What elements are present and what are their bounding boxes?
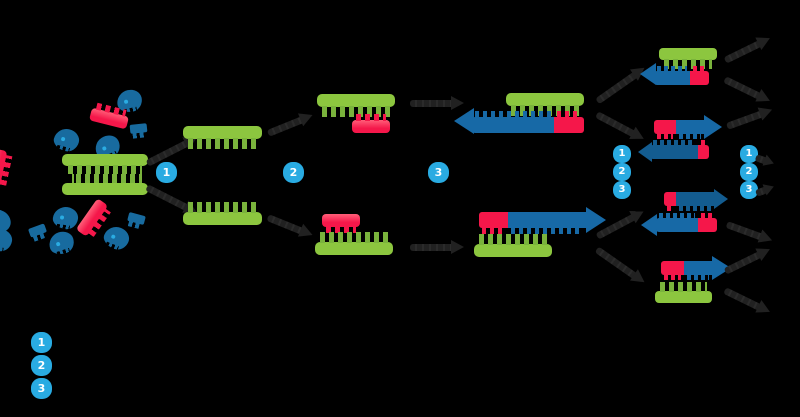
primer-segment bbox=[654, 120, 676, 139]
nucleotide bbox=[127, 211, 146, 226]
legend-step-2-badge: 2 bbox=[31, 355, 52, 376]
elongation-arrow-down bbox=[410, 239, 464, 255]
annealed-template-top bbox=[317, 94, 395, 117]
nucleotide bbox=[27, 223, 48, 238]
step-3-badge: 3 bbox=[428, 162, 449, 183]
old-strand-arrowhead bbox=[714, 189, 728, 209]
dna-strand-top-body bbox=[62, 154, 148, 166]
denatured-strand-top bbox=[183, 126, 262, 149]
split-arrow bbox=[721, 283, 773, 319]
primer bbox=[88, 107, 130, 130]
elongation-template-bottom bbox=[474, 234, 552, 257]
legend-step-1-badge: 1 bbox=[31, 332, 52, 353]
annealed-template-bottom bbox=[315, 232, 393, 255]
new-strand-segment bbox=[508, 212, 586, 234]
primer-segment bbox=[554, 111, 584, 133]
split-arrow bbox=[593, 107, 647, 146]
split-arrow bbox=[753, 179, 776, 201]
new-strand-segment bbox=[656, 213, 698, 232]
annealed-primer-bottom bbox=[322, 214, 360, 233]
split-arrow bbox=[592, 61, 649, 107]
dna-strand-top-teeth bbox=[68, 165, 142, 174]
dna-strand-bottom-teeth bbox=[72, 174, 142, 183]
dna-strand-bottom-body bbox=[62, 183, 148, 195]
synthesis-arrowhead bbox=[454, 108, 474, 134]
annealing-arrow-up bbox=[265, 108, 315, 141]
template-strand bbox=[659, 48, 717, 69]
polymerase-enzyme bbox=[100, 223, 133, 253]
split-arrow bbox=[593, 204, 647, 243]
polymerase-enzyme bbox=[51, 126, 82, 154]
primer-segment bbox=[479, 212, 508, 234]
primer bbox=[75, 198, 109, 237]
synthesis-arrowhead bbox=[704, 115, 722, 139]
polymerase-enzyme bbox=[46, 228, 77, 258]
old-new-strand-segment bbox=[650, 140, 698, 159]
legend-step-3-badge: 3 bbox=[31, 378, 52, 399]
split-arrow bbox=[721, 31, 773, 67]
elongation-template-top bbox=[506, 93, 584, 116]
annealing-arrow-down bbox=[265, 210, 315, 243]
nucleotide bbox=[129, 123, 148, 134]
elongation-arrow-up bbox=[410, 95, 464, 111]
new-strand-segment bbox=[676, 120, 704, 139]
step-1-badge: 1 bbox=[156, 162, 177, 183]
split-arrow bbox=[592, 242, 649, 288]
primer-segment bbox=[698, 140, 709, 159]
step-2-badge: 2 bbox=[283, 162, 304, 183]
step-1-badge: 1 bbox=[740, 145, 758, 163]
new-strand-segment bbox=[654, 66, 690, 85]
new-strand-segment bbox=[684, 261, 712, 280]
template-strand bbox=[655, 282, 712, 303]
primer-segment bbox=[690, 66, 709, 85]
new-strand-segment bbox=[472, 111, 554, 133]
split-arrow bbox=[724, 102, 775, 133]
polymerase-enzyme bbox=[51, 205, 80, 231]
split-arrow bbox=[721, 242, 773, 278]
primer-segment bbox=[664, 192, 676, 211]
step-2-badge: 2 bbox=[740, 163, 758, 181]
old-new-strand-segment bbox=[676, 192, 714, 211]
primer bbox=[0, 148, 8, 189]
polymerase-enzyme bbox=[0, 226, 14, 254]
step-2-badge: 2 bbox=[613, 163, 631, 181]
step-3-badge: 3 bbox=[613, 181, 631, 199]
denatured-strand-bottom bbox=[183, 202, 262, 225]
step-1-badge: 1 bbox=[613, 145, 631, 163]
primer-segment bbox=[698, 213, 717, 232]
step-3-badge: 3 bbox=[740, 181, 758, 199]
annealed-primer-top bbox=[352, 114, 390, 133]
primer-segment bbox=[661, 261, 684, 280]
